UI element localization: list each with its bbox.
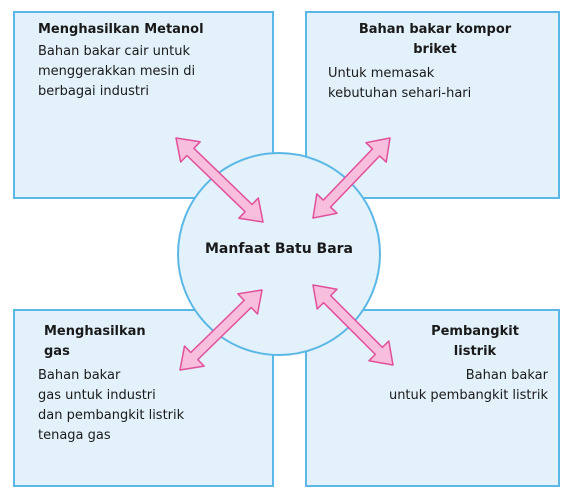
box-bottom-right-line: Bahan bakar	[465, 368, 548, 383]
box-top-left-line: Bahan bakar cair untuk	[38, 44, 190, 59]
box-top-right-line: Untuk memasak	[328, 66, 435, 81]
box-top-left-title: Menghasilkan Metanol	[38, 22, 204, 37]
box-bottom-left-line: tenaga gas	[38, 428, 111, 443]
box-top-right-line: kebutuhan sehari-hari	[328, 86, 472, 101]
box-top-right	[305, 11, 560, 199]
box-bottom-right-title-line: listrik	[453, 344, 497, 359]
box-bottom-right-title-line: Pembangkit	[431, 324, 519, 339]
box-bottom-left-line: gas untuk industri	[38, 388, 156, 403]
box-bottom-right-body: Bahan bakar untuk pembangkit listrik	[320, 366, 548, 406]
double-arrow-top-right	[312, 137, 391, 219]
box-bottom-left-title-line: Menghasilkan	[44, 324, 146, 339]
box-bottom-left-title-line: gas	[44, 344, 70, 359]
center-label: Manfaat Batu Bara	[204, 241, 354, 257]
box-top-right-title-line: briket	[413, 42, 457, 57]
box-bottom-left-title: Menghasilkan gas	[44, 322, 146, 362]
box-top-right-title-line: Bahan bakar kompor	[358, 22, 512, 37]
box-top-right-title: Bahan bakar kompor briket	[330, 20, 540, 60]
box-top-right-body: Untuk memasak kebutuhan sehari-hari	[328, 64, 471, 104]
double-arrow-top-left	[175, 137, 264, 223]
arrow-group	[175, 137, 394, 371]
box-bottom-right-title: Pembangkit listrik	[410, 322, 540, 362]
box-bottom-left-line: dan pembangkit listrik	[38, 408, 185, 423]
double-arrow-bottom-left	[179, 289, 263, 371]
box-bottom-left-line: Bahan bakar	[38, 368, 121, 383]
double-arrow-bottom-right	[312, 284, 394, 366]
box-bottom-right-line: untuk pembangkit listrik	[388, 388, 548, 403]
box-bottom-right	[305, 309, 560, 487]
box-bottom-left-body: Bahan bakar gas untuk industri dan pemba…	[38, 366, 184, 446]
box-top-left-line: menggerakkan mesin di	[38, 64, 196, 79]
box-top-left-line: berbagai industri	[38, 84, 149, 99]
box-top-left-body: Bahan bakar cair untuk menggerakkan mesi…	[38, 42, 195, 102]
